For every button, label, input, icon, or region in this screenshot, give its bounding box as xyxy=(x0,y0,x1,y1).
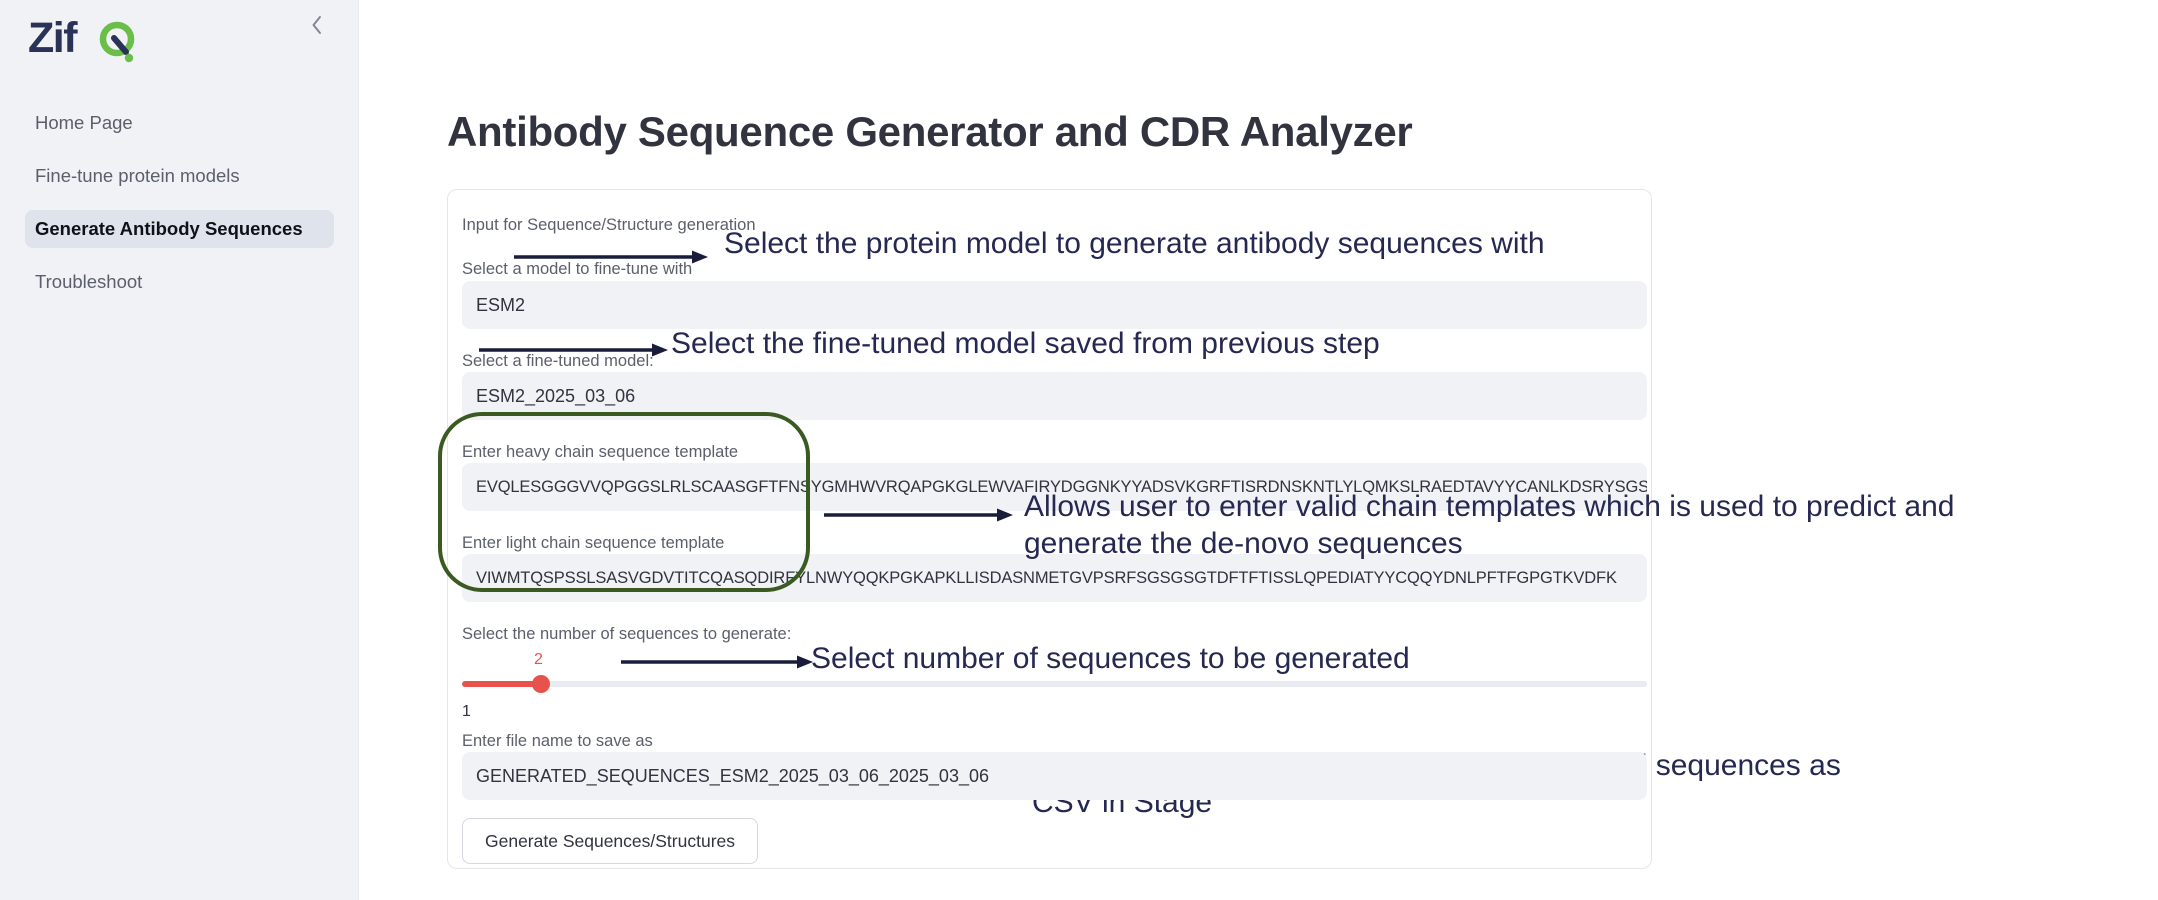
light-chain-input[interactable]: VIWMTQSPSSLSASVGDVTITCQASQDIRFYLNWYQQKPG… xyxy=(462,554,1647,602)
filename-input[interactable]: GENERATED_SEQUENCES_ESM2_2025_03_06_2025… xyxy=(462,752,1647,800)
finetuned-model-select-label: Select a fine-tuned model: xyxy=(462,352,654,370)
heavy-chain-input[interactable]: EVQLESGGGVVQPGGSLRLSCAASGFTFNSYGMHWVRQAP… xyxy=(462,463,1647,511)
main-content: Antibody Sequence Generator and CDR Anal… xyxy=(359,0,2158,900)
model-select-label: Select a model to fine-tune with xyxy=(462,260,693,278)
annotation-text-4: Select number of sequences to be generat… xyxy=(811,642,1410,675)
chevron-left-icon xyxy=(309,14,325,36)
heavy-chain-label: Enter heavy chain sequence template xyxy=(462,443,739,461)
sequence-count-label: Select the number of sequences to genera… xyxy=(462,625,792,643)
finetuned-model-select[interactable]: ESM2_2025_03_06 xyxy=(462,372,1647,420)
annotation-arrow-4 xyxy=(621,655,814,669)
sidebar-item-home-page[interactable]: Home Page xyxy=(35,112,133,133)
annotation-text-2: Select the fine-tuned model saved from p… xyxy=(671,327,1380,360)
filename-label: Enter file name to save as xyxy=(462,732,653,750)
svg-text:Zif: Zif xyxy=(28,14,78,62)
sidebar-item-troubleshoot[interactable]: Troubleshoot xyxy=(35,271,143,292)
annotation-text-1: Select the protein model to generate ant… xyxy=(724,227,1545,260)
sidebar-nav: Home Page Fine-tune protein models Gener… xyxy=(0,104,359,301)
model-select[interactable]: ESM2 xyxy=(462,281,1647,329)
annotation-arrow-2 xyxy=(479,343,669,357)
slider-thumb[interactable] xyxy=(532,675,550,693)
sidebar-item-generate-antibody-sequences[interactable]: Generate Antibody Sequences xyxy=(25,210,334,248)
slider-min-label: 1 xyxy=(462,703,471,720)
slider-value-label: 2 xyxy=(534,651,543,668)
annotation-arrow-1 xyxy=(514,250,709,264)
page-title: Antibody Sequence Generator and CDR Anal… xyxy=(447,108,1413,155)
generate-sequences-button[interactable]: Generate Sequences/Structures xyxy=(462,818,759,864)
form-caption: Input for Sequence/Structure generation xyxy=(462,216,756,234)
annotation-text-3: Allows user to enter valid chain templat… xyxy=(1024,490,1955,560)
annotation-arrow-3 xyxy=(824,508,1014,522)
sidebar: Zif Home Page Fine-tune protein models G… xyxy=(0,0,359,900)
zifo-logo: Zif xyxy=(28,12,140,68)
slider-fill xyxy=(462,681,539,687)
sidebar-item-fine-tune-protein-models[interactable]: Fine-tune protein models xyxy=(35,165,240,186)
sequence-generation-form: Input for Sequence/Structure generation … xyxy=(447,189,1652,869)
sidebar-collapse-button[interactable] xyxy=(300,8,334,42)
slider-track[interactable] xyxy=(462,681,1647,687)
light-chain-label: Enter light chain sequence template xyxy=(462,534,725,552)
